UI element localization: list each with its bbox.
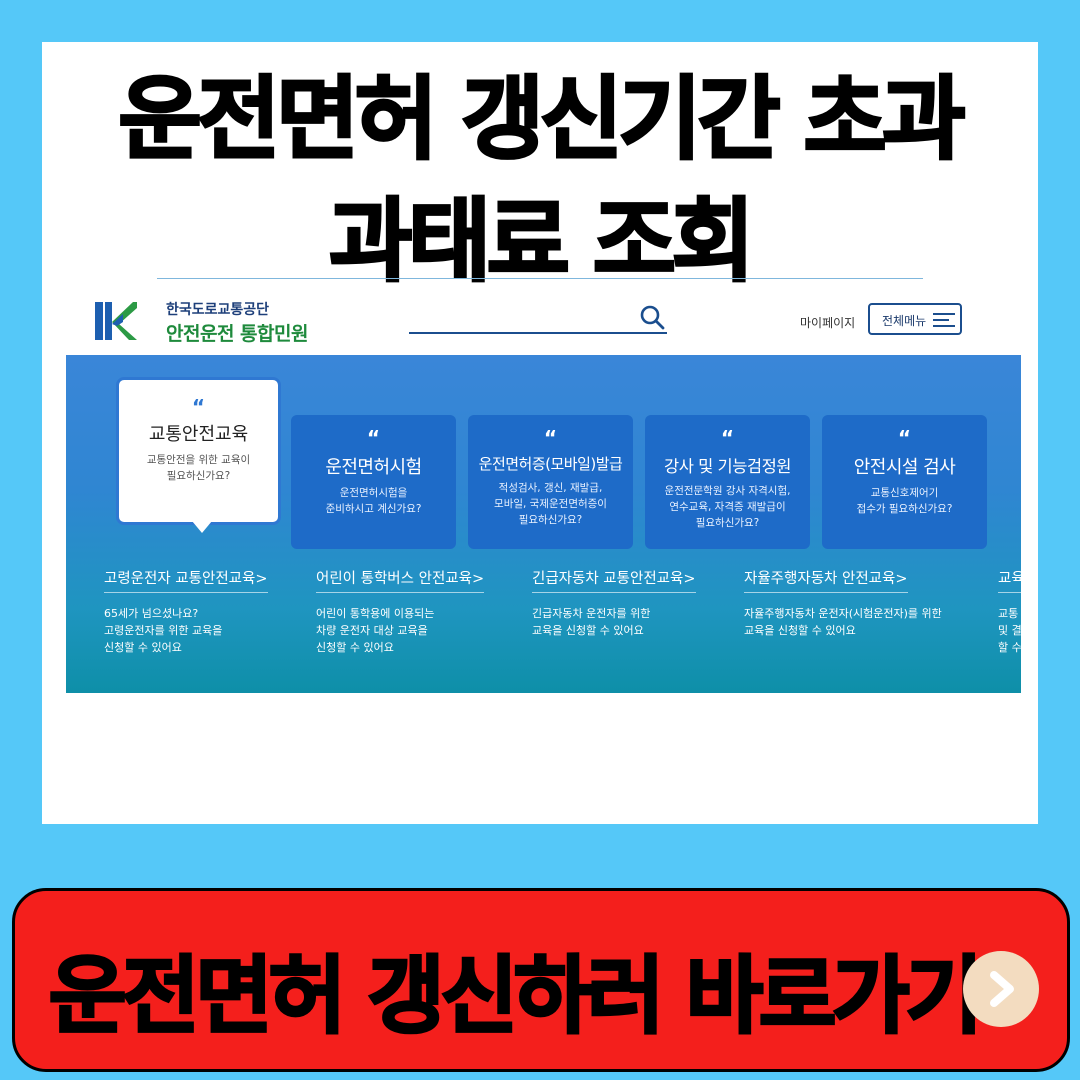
edu-desc: 교통 및 결 할 수 bbox=[998, 607, 1021, 654]
edu-desc: 긴급자동차 운전자를 위한 교육을 신청할 수 있어요 bbox=[532, 607, 651, 637]
edu-link-emergency[interactable]: 긴급자동차 교통안전교육> 긴급자동차 운전자를 위한 교육을 신청할 수 있어… bbox=[532, 567, 696, 639]
divider bbox=[157, 278, 923, 279]
card-safety-facility[interactable]: “ 안전시설 검사 교통신호제어기 접수가 필요하신가요? bbox=[822, 415, 987, 549]
all-menu-label: 전체메뉴 bbox=[882, 314, 927, 328]
search-input[interactable] bbox=[409, 332, 667, 334]
edu-link-more[interactable]: 교육 교통 및 결 할 수 bbox=[998, 567, 1021, 656]
quote-icon: “ bbox=[191, 395, 206, 419]
edu-title: 교육 bbox=[998, 567, 1021, 593]
card-traffic-safety-edu[interactable]: “ 교통안전교육 교통안전을 위한 교육이 필요하신가요? bbox=[116, 377, 281, 525]
card-title: 강사 및 기능검정원 bbox=[664, 457, 791, 476]
edu-desc: 65세가 넘으셨나요? 고령운전자를 위한 교육을 신청할 수 있어요 bbox=[104, 607, 223, 654]
hamburger-menu-icon bbox=[933, 313, 955, 327]
quote-icon: “ bbox=[720, 426, 735, 450]
service-name[interactable]: 안전운전 통합민원 bbox=[166, 323, 308, 345]
edu-link-school-bus[interactable]: 어린이 통학버스 안전교육> 어린이 통학용에 이용되는 차량 운전자 대상 교… bbox=[316, 567, 485, 656]
edu-title: 자율주행자동차 안전교육> bbox=[744, 567, 908, 593]
card-desc: 교통신호제어기 접수가 필요하신가요? bbox=[856, 487, 953, 515]
card-desc: 운전전문학원 강사 자격시험, 연수교육, 자격증 재발급이 필요하신가요? bbox=[664, 485, 791, 529]
edu-link-senior[interactable]: 고령운전자 교통안전교육> 65세가 넘으셨나요? 고령운전자를 위한 교육을 … bbox=[104, 567, 268, 656]
card-title: 운전면허시험 bbox=[325, 457, 422, 478]
search-icon[interactable] bbox=[639, 304, 665, 330]
content-panel: 운전면허 갱신기간 초과 과태료 조회 한국도로교통공단 안전운전 통합민원 마… bbox=[42, 42, 1038, 824]
quote-icon: “ bbox=[897, 426, 912, 450]
logo-icon bbox=[95, 302, 137, 340]
card-instructor[interactable]: “ 강사 및 기능검정원 운전전문학원 강사 자격시험, 연수교육, 자격증 재… bbox=[645, 415, 810, 549]
edu-title: 어린이 통학버스 안전교육> bbox=[316, 567, 485, 593]
edu-desc: 자율주행자동차 운전자(시험운전자)를 위한 교육을 신청할 수 있어요 bbox=[744, 607, 942, 637]
edu-title: 긴급자동차 교통안전교육> bbox=[532, 567, 696, 593]
card-desc: 적성검사, 갱신, 재발급, 모바일, 국제운전면허증이 필요하신가요? bbox=[494, 482, 607, 526]
quote-icon: “ bbox=[366, 426, 381, 450]
card-license-exam[interactable]: “ 운전면허시험 운전면허시험을 준비하시고 계신가요? bbox=[291, 415, 456, 549]
headline-line-2: 과태료 조회 bbox=[328, 189, 756, 294]
card-desc: 교통안전을 위한 교육이 필요하신가요? bbox=[146, 454, 251, 482]
site-header bbox=[64, 292, 1018, 355]
all-menu-button[interactable]: 전체메뉴 bbox=[868, 303, 962, 335]
edu-link-autonomous[interactable]: 자율주행자동차 안전교육> 자율주행자동차 운전자(시험운전자)를 위한 교육을… bbox=[744, 567, 942, 639]
go-renew-license-button[interactable]: 운전면허 갱신하러 바로가기 bbox=[12, 888, 1070, 1072]
card-title: 운전면허증(모바일)발급 bbox=[478, 455, 623, 473]
chevron-right-icon[interactable] bbox=[963, 951, 1039, 1027]
card-title: 안전시설 검사 bbox=[853, 457, 956, 478]
cta-label: 운전면허 갱신하러 바로가기 bbox=[48, 946, 985, 1047]
card-title: 교통안전교육 bbox=[148, 424, 249, 445]
edu-desc: 어린이 통학용에 이용되는 차량 운전자 대상 교육을 신청할 수 있어요 bbox=[316, 607, 435, 654]
headline-line-1: 운전면허 갱신기간 초과 bbox=[117, 67, 967, 172]
mypage-link[interactable]: 마이페이지 bbox=[800, 316, 856, 330]
card-pointer bbox=[192, 521, 212, 533]
card-desc: 운전면허시험을 준비하시고 계신가요? bbox=[325, 487, 422, 515]
hero-section: “ 교통안전교육 교통안전을 위한 교육이 필요하신가요? “ 운전면허시험 운… bbox=[66, 355, 1021, 693]
org-name: 한국도로교통공단 bbox=[166, 302, 270, 318]
card-license-issue[interactable]: “ 운전면허증(모바일)발급 적성검사, 갱신, 재발급, 모바일, 국제운전면… bbox=[468, 415, 633, 549]
edu-title: 고령운전자 교통안전교육> bbox=[104, 567, 268, 593]
quote-icon: “ bbox=[543, 426, 558, 450]
